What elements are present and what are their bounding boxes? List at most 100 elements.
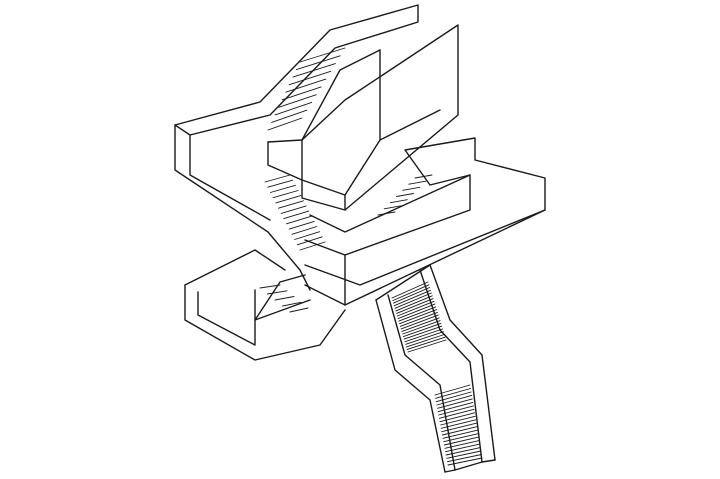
bottom-lower-flight-tread [446,454,482,463]
bottom-upper-flight-tread [399,311,438,327]
bottom-lower-flight-tread [443,436,480,446]
middle-left-flight-tread [278,200,304,209]
top-flight-tread [271,109,308,123]
lower-left-flight-tread [267,290,288,295]
top-flight-tread [285,78,327,93]
bottom-left-outer-wall [375,299,446,473]
bottom-upper-flight-tread [393,289,432,307]
bottom-lower-flight-tread [445,447,481,456]
bottom-upper-flight-tread [396,298,434,314]
middle-right-flight-tread [408,180,427,185]
top-flight-tread [274,101,313,116]
middle-right-box-top [304,209,546,286]
top-flight-tread [288,70,332,86]
bottom-lower-flight-tread [437,401,474,413]
stair-treads [259,47,483,466]
middle-left-flight-tread [296,236,323,246]
bottom-upper-flight-tread [391,281,429,299]
middle-right-flight-tread [383,205,402,210]
top-landing-rear-wall [174,4,419,136]
middle-right-flight-tread [396,193,414,197]
top-landing-left-wall [174,124,311,291]
upper-channel-partition [344,49,381,196]
upper-channel-outer-wall [267,24,459,211]
middle-left-flight-tread [286,215,312,225]
bottom-upper-flight-tread [395,295,433,312]
top-landing-corner [174,124,191,136]
top-landing [174,4,419,291]
bottom-lower-flight-tread [437,398,473,409]
bottom-upper-flight-tread [396,300,435,317]
bottom-left-inner-wall [387,294,456,471]
bottom-upper-flight-tread [397,303,436,320]
top-flight-tread [281,86,322,101]
bottom-upper-flight-tread [402,320,441,335]
bottom-lower-flight-tread [434,384,471,396]
top-flight-tread [267,117,303,131]
bottom-lower-flight-tread [435,391,472,403]
upper-channel-partition-top [301,49,381,141]
upper-channel [267,24,459,211]
lower-left-inner-wall [197,291,311,346]
bottom-upper-flight-tread [402,322,442,338]
bottom-upper-flight-tread [404,328,444,343]
middle-right-flight-tread [377,211,396,216]
bottom-upper-flight-tread [401,317,440,332]
bottom-lower-flight-tread [446,450,482,459]
upper-channel-inner-wall [301,139,346,211]
top-landing-left-wall-inner [189,134,271,221]
bottom-lower-flight-tread [440,419,477,429]
middle-left-flight-tread [275,195,302,204]
bottom-lower-flight-tread [435,388,472,399]
bottom-lower-flight-tread [443,433,479,443]
bottom-lower-flight-tread [440,415,476,426]
bottom-upper-flight-tread [398,306,437,322]
middle-right-parapet [309,174,471,233]
middle-left-flight-tread [269,184,296,193]
middle-left-flight-tread [294,231,321,240]
bottom-upper-flight-tread [406,334,445,348]
bottom-upper-flight-tread [405,331,444,345]
upper-channel-cap [267,139,303,143]
lower-left-top-wall [184,249,286,286]
bottom-upper-flight-tread [406,336,446,350]
bottom-lower-flight-tread [441,422,477,433]
bottom-lower-flight-tread [438,408,475,419]
middle-left-flight-tread [264,174,291,183]
bottom-lower-flight-tread [444,440,480,449]
bottom-stair-box [375,264,496,473]
lower-left-flight-tread [259,284,281,289]
bottom-base [444,459,496,473]
lower-left-landing [184,249,346,361]
top-flight-tread [278,94,317,108]
top-flight-tread [292,63,336,78]
bottom-upper-flight-tread [399,309,438,325]
middle-left-flight-tread [280,205,307,214]
middle-left-flight-tread [288,220,315,230]
bottom-right-outer-wall [429,264,496,461]
upper-channel-ledge [379,109,441,141]
middle-right-wall [304,137,546,306]
middle-right-flight-tread [389,199,408,204]
bottom-lower-flight-tread [436,394,473,406]
bottom-upper-flight-tread [407,339,447,353]
bottom-upper-flight-tread [392,284,430,302]
lower-left-flight-tread [289,307,309,313]
middle-left-flight-tread [267,179,294,188]
middle-left-flight-tread [299,241,326,251]
middle-left-flight-tread [283,210,310,220]
bottom-lower-flight-tread [438,405,474,416]
lower-left-flight-tread [282,301,302,307]
bottom-lower-flight-tread [447,457,483,466]
middle-left-flight-tread [272,190,299,199]
bottom-upper-flight-tread [400,314,439,330]
top-flight-tread [295,55,341,71]
bottom-lower-flight-tread [441,426,478,436]
middle-right-flight-tread [414,174,433,179]
lower-left-outer-wall [184,284,346,361]
middle-left-flight-tread [291,226,318,235]
bottom-lower-flight-tread [439,412,476,423]
bottom-top-edge [375,264,431,301]
bottom-lower-flight-tread [442,429,478,439]
